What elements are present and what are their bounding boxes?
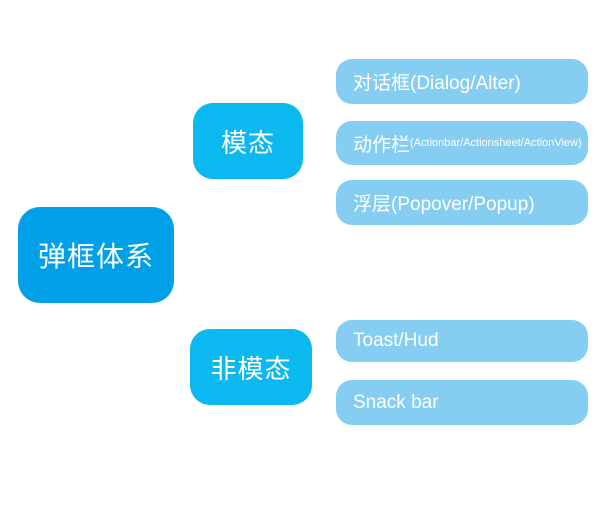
root-node-label: 弹框体系 — [37, 241, 154, 272]
root-node-popup-system: 弹框体系 — [18, 207, 174, 303]
leaf-node-actionbar: 动作栏(Actionbar/Actionsheet/ActionView) — [336, 121, 588, 165]
leaf-node-snackbar-label: Snack bar — [353, 391, 439, 413]
leaf-node-toast-label: Toast/Hud — [353, 330, 439, 351]
leaf-node-dialog-label: 对话框(Dialog/Alter) — [353, 73, 521, 94]
leaf-node-actionbar-label: 动作栏 — [353, 134, 411, 156]
leaf-node-dialog: 对话框(Dialog/Alter) — [336, 59, 588, 104]
leaf-node-popover-label: 浮层(Popover/Popup) — [353, 194, 535, 215]
leaf-node-actionbar-sublabel: (Actionbar/Actionsheet/ActionView) — [410, 137, 582, 149]
branch-node-modal: 模态 — [193, 103, 303, 179]
branch-node-nonmodal-label: 非模态 — [210, 353, 292, 384]
branch-node-modal-label: 模态 — [220, 127, 275, 158]
leaf-node-snackbar: Snack bar — [336, 380, 588, 425]
leaf-node-popover: 浮层(Popover/Popup) — [336, 180, 588, 225]
branch-node-nonmodal: 非模态 — [190, 329, 312, 405]
leaf-node-toast: Toast/Hud — [336, 320, 588, 362]
